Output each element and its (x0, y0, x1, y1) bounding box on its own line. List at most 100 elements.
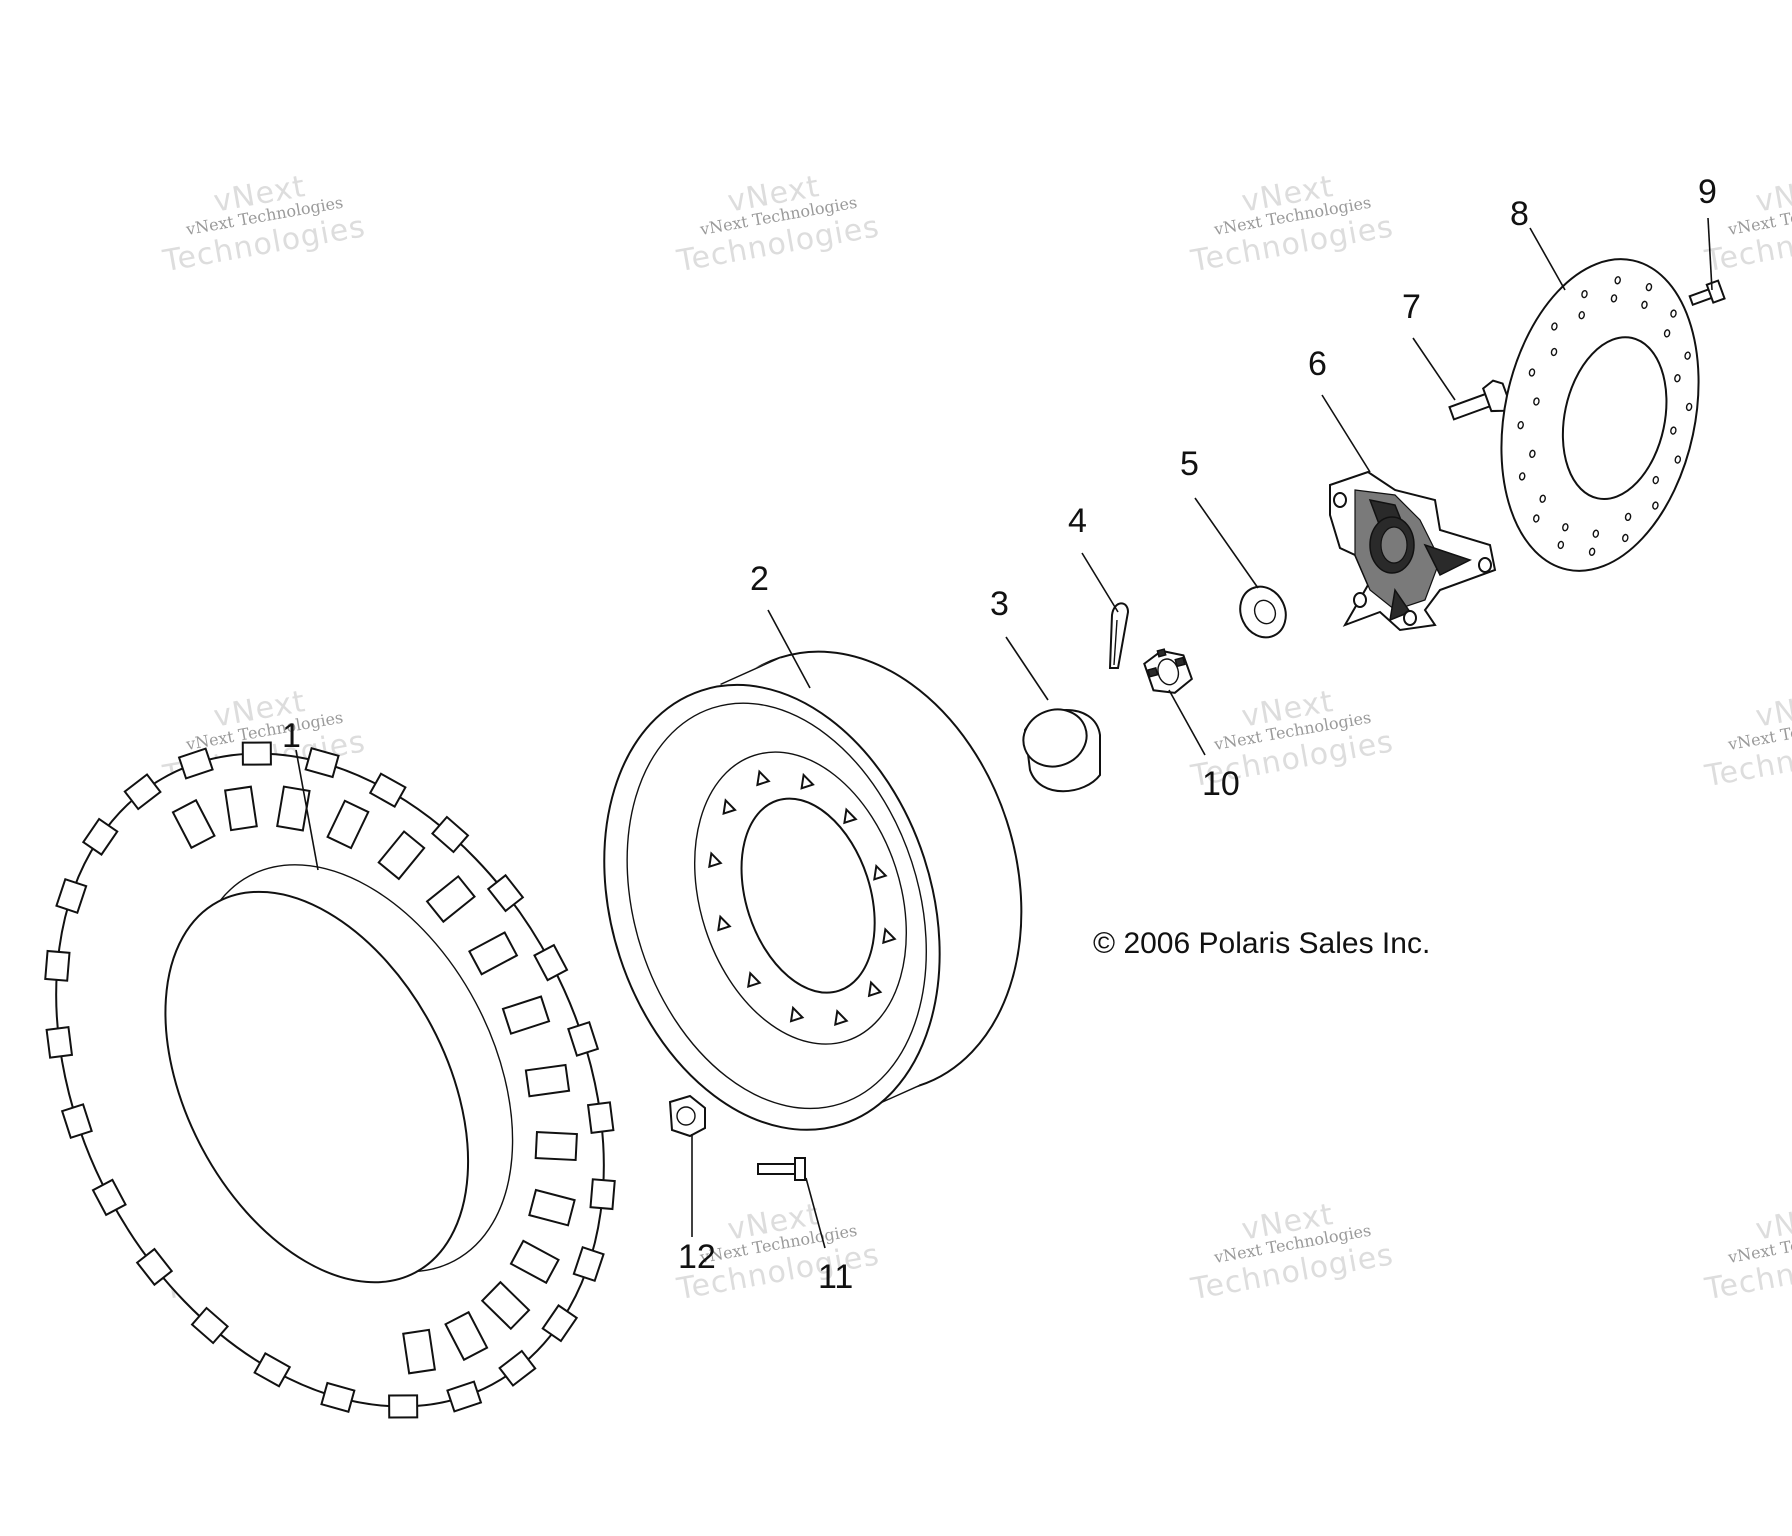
stud-shank (757, 1163, 799, 1175)
disc-hole (1528, 368, 1536, 377)
castle-nut-part (1143, 648, 1194, 694)
disc-hole (1533, 397, 1540, 406)
rim-barrel-top (720, 656, 781, 685)
tread-lug (253, 1352, 292, 1388)
watermark: vNext vNext Technologies Technologies (1188, 1197, 1397, 1307)
rim-vent-hole (873, 863, 888, 881)
flange-nut-part (668, 1094, 706, 1138)
castle-nut-slot (1156, 648, 1167, 658)
rim-front-lip (626, 702, 927, 1110)
tread-lug (524, 1063, 571, 1098)
leader-line (1168, 689, 1206, 756)
disc-hole (1652, 475, 1660, 485)
cotter-pin-body (1108, 602, 1130, 669)
leader-line (1412, 337, 1456, 401)
disc-hole (1550, 347, 1558, 357)
disc-hole (1652, 501, 1659, 510)
tread-lug (55, 877, 88, 914)
callout-labels: 1 2 3 4 5 6 7 8 9 10 11 12 (282, 173, 1717, 1296)
hub-stud-hole (1353, 592, 1367, 608)
tread-lug (171, 798, 216, 850)
disc-hole (1624, 512, 1632, 522)
leader-line (767, 609, 811, 689)
tread-lug (402, 1328, 436, 1375)
tread-lug (586, 1101, 615, 1135)
brake-disc-part (1500, 258, 1700, 572)
tread-lug (444, 1310, 489, 1362)
rim-vent-hole (800, 772, 815, 790)
cotter-pin-part (1108, 602, 1130, 669)
disc-hole (1562, 523, 1569, 532)
tread-lug (91, 1178, 127, 1217)
disc-hole (1557, 540, 1565, 550)
leader-line (1707, 217, 1713, 291)
watermark: vNext vNext Technologies Technologies (1188, 169, 1397, 279)
callout-7: 7 (1402, 288, 1421, 326)
tread-lug (304, 747, 340, 779)
callout-8: 8 (1510, 195, 1529, 233)
tread-lug (190, 1306, 230, 1345)
tire-tread-lugs (44, 741, 616, 1419)
tread-lug (326, 799, 370, 850)
rim-vent-hole (747, 971, 762, 989)
disc-hole (1684, 351, 1691, 360)
rim-vent-hole (756, 769, 771, 787)
brake-disc-holes (1517, 276, 1693, 556)
watermark: vNext vNext Technologies Technologies (1702, 684, 1792, 794)
disc-hole (1588, 547, 1596, 556)
tread-lug (480, 1280, 531, 1331)
leader-lines (295, 217, 1713, 1249)
callout-9: 9 (1698, 173, 1717, 211)
tread-lug (567, 1020, 600, 1057)
disc-hole (1517, 420, 1524, 430)
leader-line (1321, 394, 1371, 473)
wheel-rim-part (603, 650, 1023, 1131)
tread-lug (589, 1178, 616, 1211)
castle-nut-slot (1174, 656, 1186, 668)
rim-vent-hole (789, 1005, 805, 1023)
hub-cap-part (1022, 708, 1101, 793)
leader-line (1194, 497, 1259, 589)
rim-vent-holes (708, 769, 897, 1026)
watermark: vNext vNext Technologies Technologies (674, 169, 883, 279)
tread-lug (446, 1380, 483, 1413)
callout-12: 12 (678, 1238, 716, 1276)
disc-hole (1670, 309, 1677, 318)
disc-hole (1674, 455, 1682, 464)
copyright-notice: © 2006 Polaris Sales Inc. (1093, 927, 1430, 960)
callout-11: 11 (818, 1258, 853, 1296)
disc-hole (1670, 426, 1677, 435)
callout-3: 3 (990, 585, 1009, 623)
tread-lug (224, 785, 258, 832)
disc-hole (1614, 276, 1621, 285)
callout-10: 10 (1202, 765, 1240, 803)
tire-bead (164, 890, 470, 1284)
rim-vent-hole (843, 807, 858, 825)
tread-lug (534, 1131, 578, 1162)
disc-hole (1551, 322, 1558, 331)
tread-lug (177, 747, 214, 780)
small-bolt-part (1688, 279, 1726, 307)
watermark: vNext vNext Technologies Technologies (160, 169, 369, 279)
leader-line (805, 1177, 826, 1249)
leader-line (1005, 636, 1049, 701)
watermark: vNext vNext Technologies Technologies (1702, 1197, 1792, 1307)
flange-nut-hex (668, 1094, 706, 1138)
tread-lug (123, 773, 162, 811)
disc-hole (1622, 533, 1629, 543)
hub-part (1329, 470, 1497, 632)
tread-lug (276, 785, 311, 832)
tread-lug (135, 1247, 174, 1287)
tread-lug (388, 1394, 419, 1419)
tread-lug (468, 931, 519, 976)
disc-hole (1581, 289, 1588, 299)
rim-vent-hole (867, 980, 883, 998)
disc-hole (1518, 472, 1526, 481)
rim-center-bore (740, 797, 876, 994)
tread-lug (430, 815, 470, 854)
washer-outer (1239, 585, 1287, 639)
rim-vent-hole (722, 798, 737, 816)
disc-hole (1578, 311, 1585, 320)
disc-hole (1529, 449, 1536, 459)
